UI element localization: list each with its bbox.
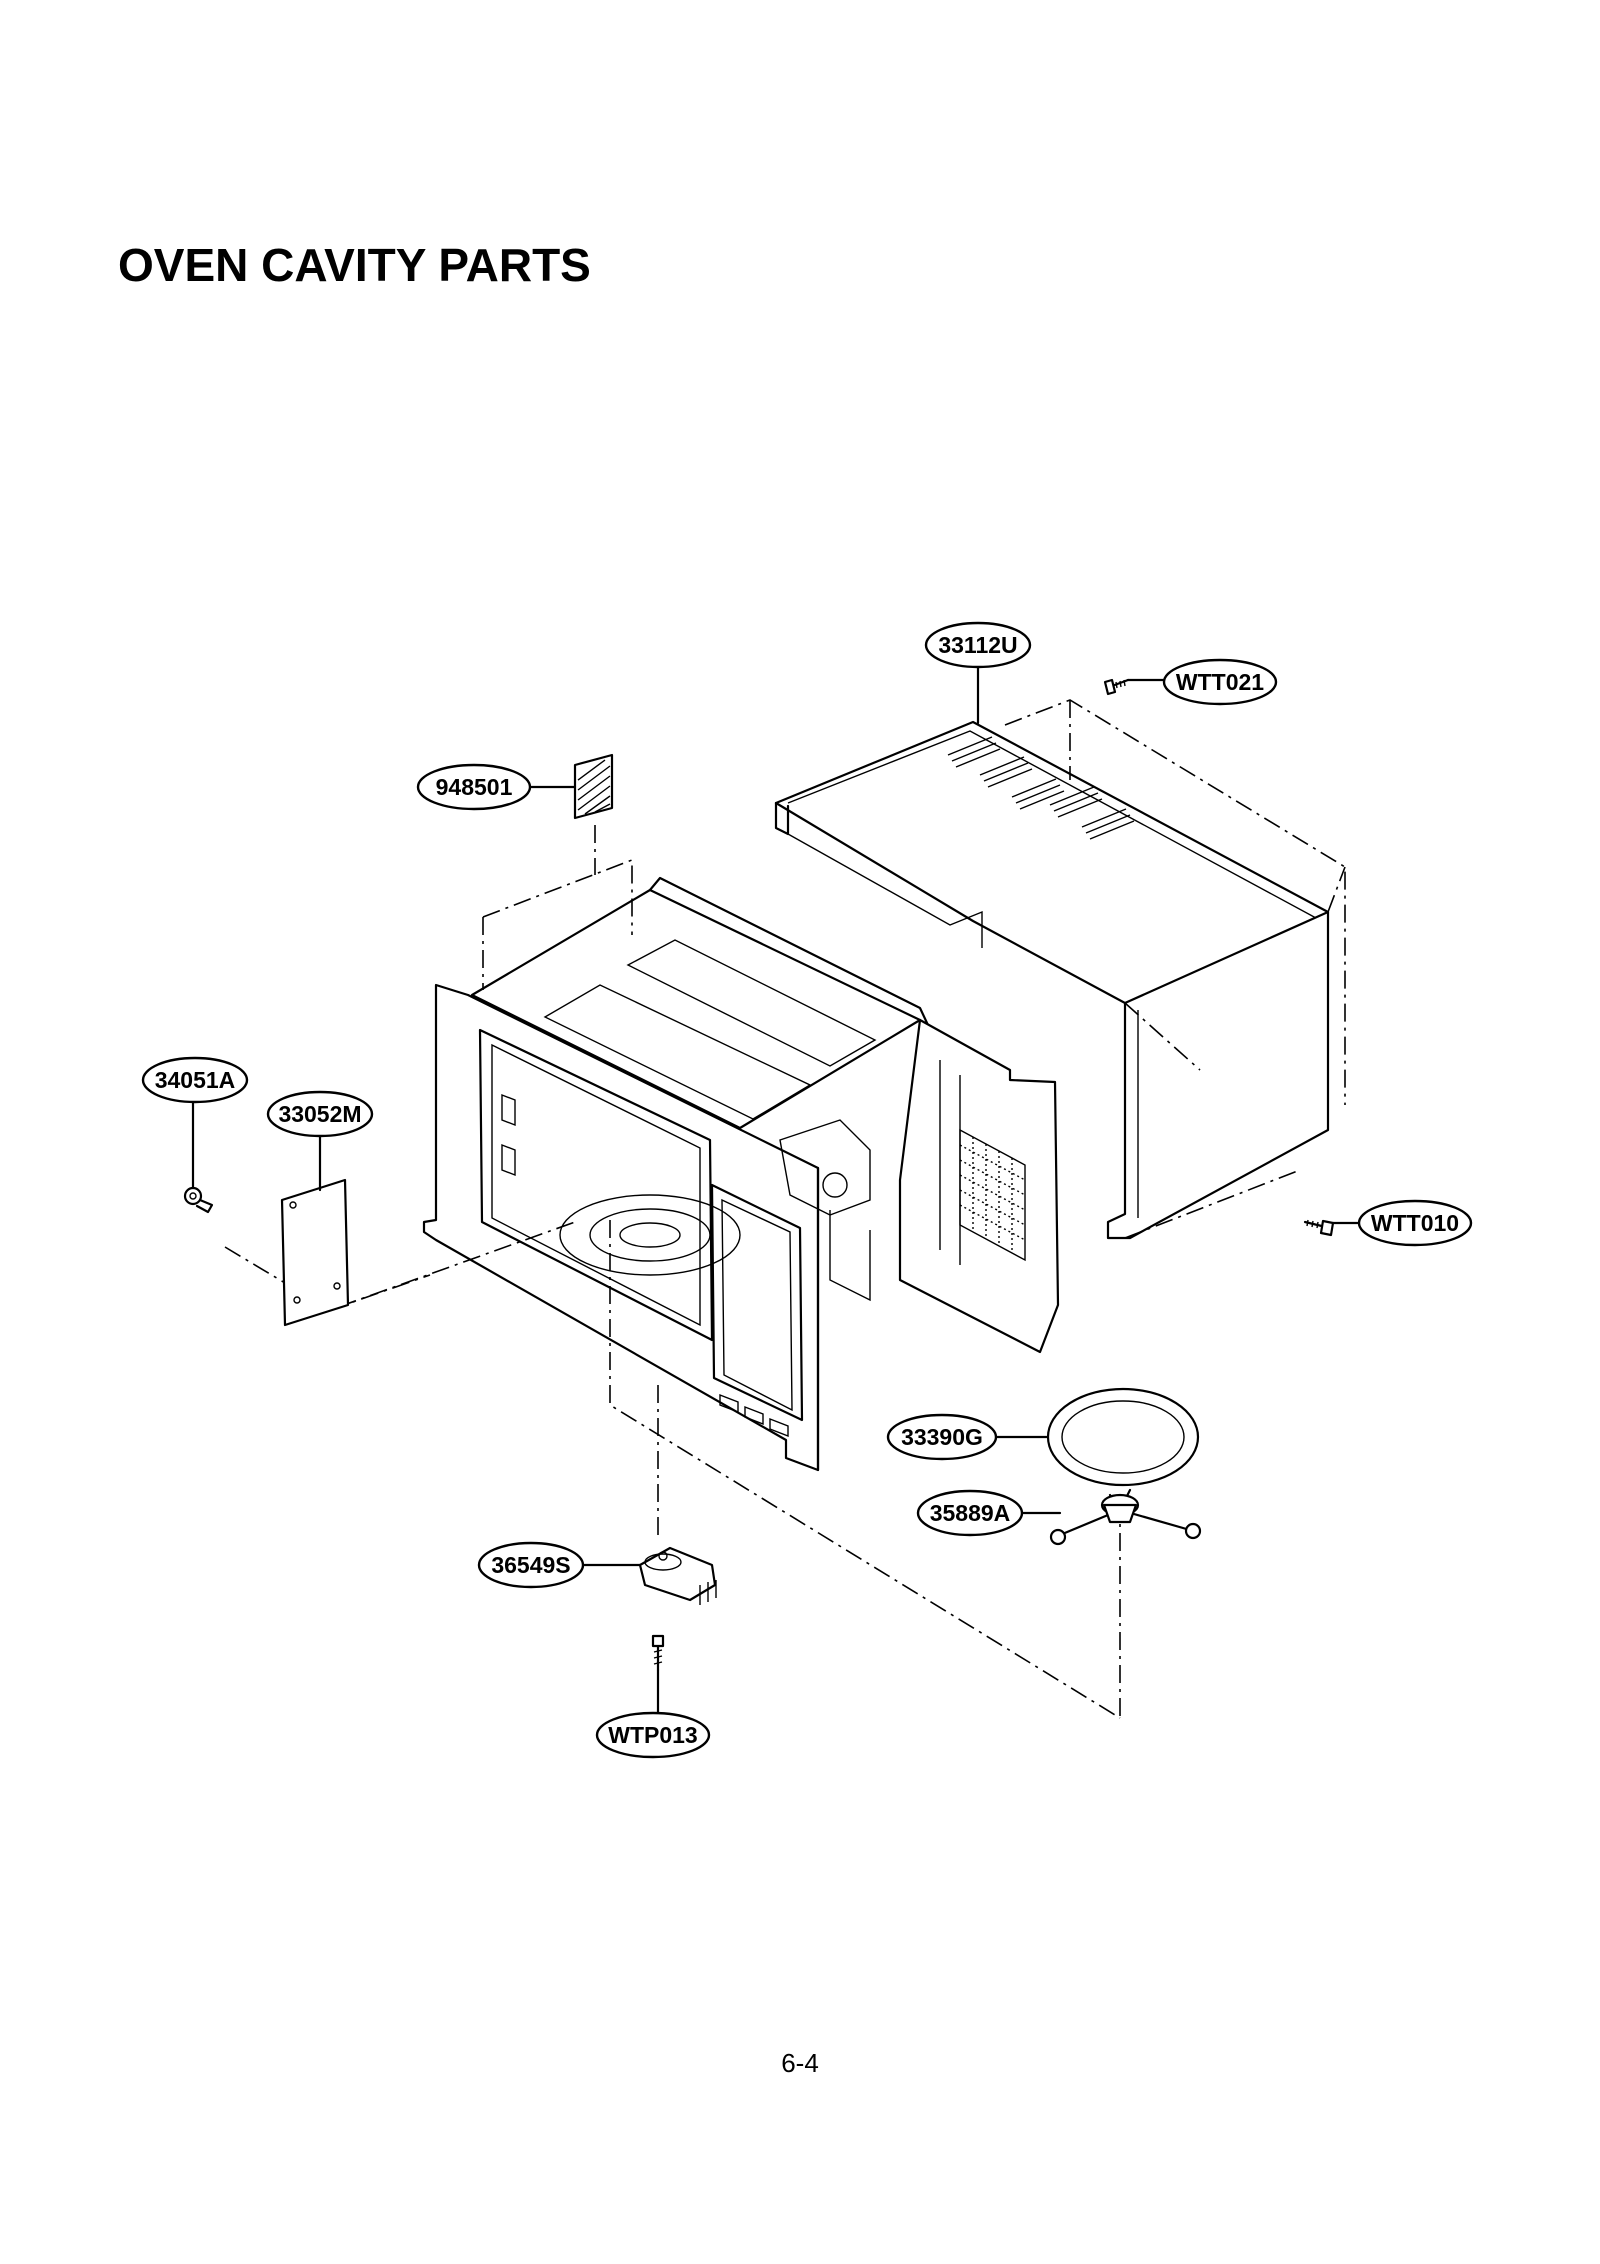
page-title: OVEN CAVITY PARTS bbox=[118, 239, 591, 291]
insulation-pad-948501 bbox=[573, 753, 614, 820]
callout-wtt010: WTT010 bbox=[1357, 1199, 1473, 1247]
label-33390g: 33390G bbox=[901, 1424, 983, 1450]
motor-36549s bbox=[638, 1546, 717, 1605]
label-wtt010: WTT010 bbox=[1371, 1210, 1459, 1236]
label-33052m: 33052M bbox=[278, 1101, 361, 1127]
label-34051a: 34051A bbox=[155, 1067, 236, 1093]
page-number: 6-4 bbox=[781, 2048, 819, 2078]
callout-36549s: 36549S bbox=[477, 1541, 585, 1589]
knob-34051a bbox=[183, 1186, 214, 1214]
callout-33390g: 33390G bbox=[886, 1413, 998, 1461]
cavity-frame bbox=[422, 876, 1060, 1472]
label-33112u: 33112U bbox=[938, 632, 1017, 658]
callout-34051a: 34051A bbox=[141, 1056, 249, 1104]
glass-tray-33390g bbox=[1046, 1387, 1200, 1487]
cover-plate-33052m bbox=[280, 1178, 350, 1327]
roller-support-35889a bbox=[1049, 1488, 1202, 1546]
callout-wtp013: WTP013 bbox=[595, 1711, 711, 1759]
leader-lines bbox=[191, 666, 1364, 1715]
screw-wtt021 bbox=[1103, 678, 1130, 696]
callout-33052m: 33052M bbox=[266, 1090, 374, 1138]
label-wtt021: WTT021 bbox=[1176, 669, 1264, 695]
label-36549s: 36549S bbox=[491, 1552, 570, 1578]
label-948501: 948501 bbox=[436, 774, 513, 800]
screw-wtp013 bbox=[651, 1634, 665, 1672]
callout-wtt021: WTT021 bbox=[1162, 658, 1278, 706]
callout-33112u: 33112U bbox=[924, 621, 1032, 669]
outer-case bbox=[774, 720, 1330, 1240]
label-35889a: 35889A bbox=[930, 1500, 1011, 1526]
callout-35889a: 35889A bbox=[916, 1489, 1024, 1537]
screw-wtt010 bbox=[1303, 1219, 1335, 1237]
callout-948501: 948501 bbox=[416, 763, 532, 811]
label-wtp013: WTP013 bbox=[608, 1722, 697, 1748]
